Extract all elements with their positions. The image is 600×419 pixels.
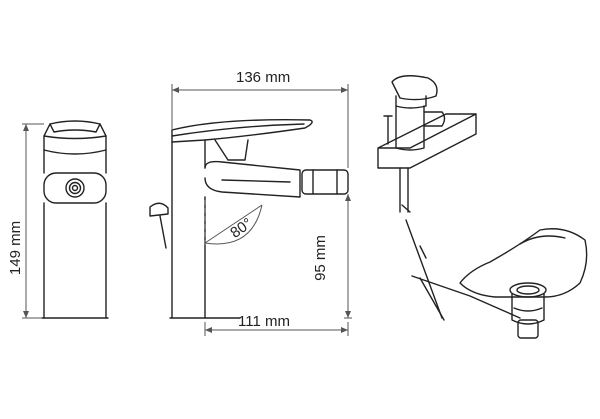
install-linkage — [411, 275, 521, 321]
dim-111-line — [204, 322, 349, 336]
dim-136-line — [171, 84, 349, 168]
install-deck — [377, 113, 477, 169]
dim-spout-reach: 111 mm — [238, 313, 290, 330]
dimensions: 136 mm 149 mm 95 mm 111 mm 80° — [7, 69, 352, 336]
dim-total-height: 149 mm — [7, 221, 24, 275]
dim-spout-height: 95 mm — [312, 235, 329, 281]
dim-149-line — [22, 123, 44, 319]
side-view-lever-neck — [214, 139, 249, 161]
install-supply-lines — [399, 167, 411, 213]
install-popup-knob — [383, 115, 393, 145]
dim-total-width: 136 mm — [236, 69, 290, 86]
side-view-spout — [204, 160, 301, 198]
install-drain-top — [509, 282, 547, 298]
install-drain-body — [511, 293, 545, 325]
install-lever — [391, 75, 438, 101]
installation-view — [377, 75, 588, 339]
side-view-body — [171, 139, 206, 319]
side-view — [149, 119, 349, 319]
angle-80-arc — [204, 204, 263, 245]
side-view-popup-rod — [149, 202, 169, 249]
dim-swivel-angle: 80° — [227, 215, 255, 242]
front-view — [41, 120, 109, 319]
side-view-lever — [171, 119, 313, 143]
front-view-spout-cover — [43, 172, 107, 204]
install-spout — [423, 111, 446, 127]
install-pull-rod — [405, 219, 443, 319]
side-view-nozzle — [301, 169, 349, 195]
install-basin — [459, 228, 588, 298]
dim-95-line — [344, 194, 352, 319]
front-view-aerator — [65, 178, 85, 198]
